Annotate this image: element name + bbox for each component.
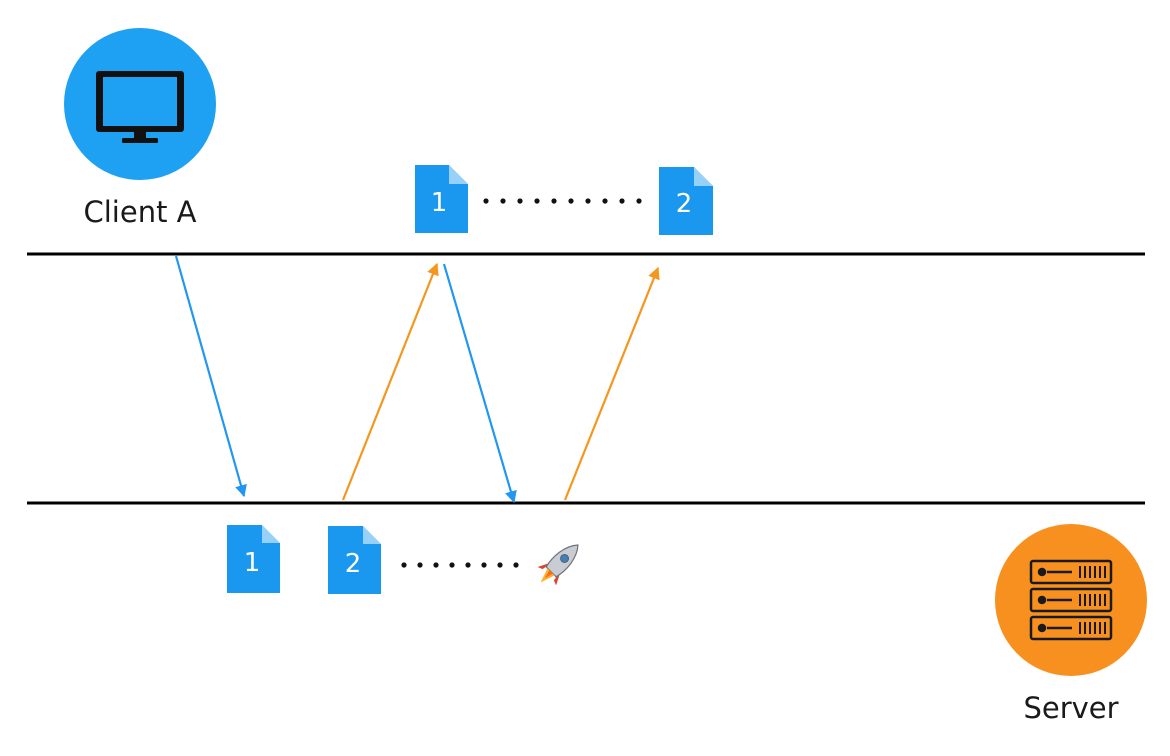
monitor-icon [96,71,184,143]
request-arrow-1 [174,255,247,498]
response-arrow-1 [341,262,439,501]
client-ellipsis [483,198,642,204]
document-number: 2 [345,549,362,579]
client-document-1: 1 [415,165,468,233]
server-label: Server [1023,691,1118,725]
document-number: 1 [244,548,261,578]
client-document-2: 2 [659,167,713,235]
document-number: 2 [676,189,693,219]
server-node: Server [995,524,1147,725]
client-node: Client A [64,28,216,229]
request-arrow-2 [442,263,517,504]
rocket-icon [537,544,579,586]
server-document-1: 1 [227,525,280,593]
client-label: Client A [83,195,196,229]
response-arrow-2 [563,266,660,501]
document-number: 1 [431,188,448,218]
server-document-2: 2 [328,526,381,594]
server-rack-icon [1029,559,1113,641]
server-ellipsis [401,562,519,568]
